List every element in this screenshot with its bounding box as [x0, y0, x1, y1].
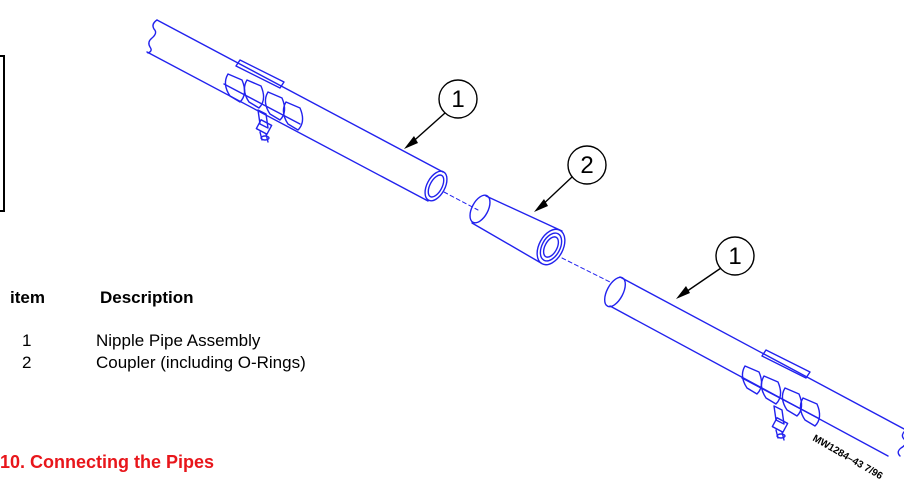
upper-clamp-assembly — [223, 59, 304, 143]
callout-label-1-lower: 1 — [728, 243, 741, 270]
row-description: Coupler (including O-Rings) — [96, 353, 306, 372]
callout-label-1-upper: 1 — [451, 86, 464, 113]
coupler — [469, 194, 566, 266]
callout-label-2: 2 — [580, 152, 593, 179]
upper-pipe-break-line — [147, 19, 158, 54]
header-description: Description — [100, 288, 194, 307]
header-item: item — [10, 288, 45, 307]
drawing-id: MW1284–43 7/96 — [811, 433, 885, 482]
callout-circle-1-upper — [438, 79, 478, 119]
leader-arrow-1-upper — [404, 136, 418, 149]
centerline-lower — [561, 257, 613, 284]
section-title: 10. Connecting the Pipes — [0, 452, 215, 472]
lower-pipe-break-line — [897, 430, 904, 457]
lower-clamp-assembly — [741, 349, 821, 441]
leader-arrow-1-lower — [676, 286, 690, 299]
centerline-upper — [443, 191, 479, 211]
lower-nipple-pipe — [603, 276, 904, 457]
callout-circle-1-lower — [715, 236, 755, 276]
upper-nipple-pipe — [146, 19, 448, 202]
row-description: Nipple Pipe Assembly — [96, 331, 261, 350]
row-item-number: 2 — [22, 353, 32, 372]
leader-arrow-2 — [534, 199, 548, 212]
frame-edge — [0, 55, 5, 212]
row-item-number: 1 — [22, 331, 32, 350]
callout-circle-2 — [567, 145, 607, 185]
